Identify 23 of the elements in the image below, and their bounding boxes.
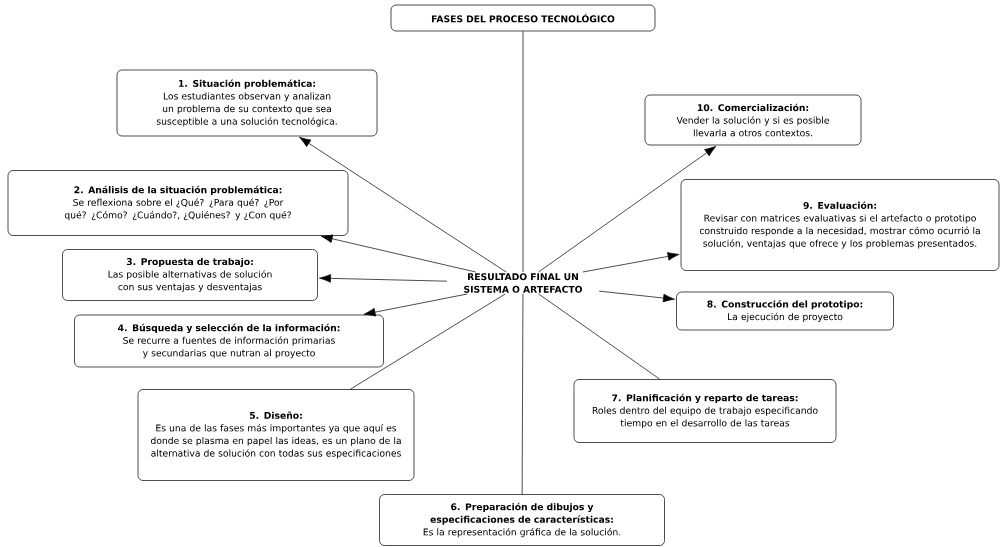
arrow bbox=[363, 293, 468, 317]
phase-box: 7. Planificación y reparto de tareas: Roles dentro del equipo de trabajo especificando tiempo en el desarrollo de las tareas bbox=[573, 379, 837, 443]
phase-box: 8. Construcción del prototipo: La ejecución de proyecto bbox=[676, 291, 894, 331]
phase-box: 4. Búsqueda y selección de la información: Se recurre a fuentes de información primarias y secundarias que nutran al proyecto bbox=[74, 314, 384, 368]
result-text: RESULTADO FINAL UN SISTEMA O ARTEFACTO bbox=[464, 273, 583, 293]
arrow bbox=[319, 274, 448, 283]
connector-line bbox=[522, 31, 524, 273]
arrow bbox=[320, 234, 477, 273]
title-box: FASES DEL PROCESO TECNOLÓGICO bbox=[390, 4, 656, 32]
arrow bbox=[582, 252, 680, 273]
phase-box: 6. Preparación de dibujos y especificaciones de características: Es la representación gráfica de la solución. bbox=[379, 494, 665, 546]
phase-box: 5. Diseño: Es una de las fases más importantes ya que aquí es donde se plasma en papel las ideas, es un plano de la alternativa de solución con todas sus especificaciones bbox=[137, 389, 415, 481]
arrow bbox=[538, 145, 717, 273]
phase-box: 9. Evaluación: Revisar con matrices evaluativas si el artefacto o prototipo construido responde a la necesidad, mostrar cómo ocurrió la solución, ventajas que ofrece y los problemas presentados. bbox=[680, 179, 1000, 271]
connector-line bbox=[538, 293, 661, 380]
arrow bbox=[598, 290, 675, 303]
phase-box: 1. Situación problemática: Los estudiantes observan y analizan un problema de su contexto que sea susceptible a una solución tecnológica. bbox=[116, 69, 378, 137]
connector-line bbox=[521, 293, 524, 495]
phase-box: 2. Análisis de la situación problemática: Se reflexiona sobre el ¿Qué? ¿Para qué? ¿Por qué? ¿Cómo? ¿Cuándo?, ¿Quiénes? y ¿Con qué? bbox=[7, 170, 349, 236]
connector-line bbox=[350, 293, 506, 390]
phase-box: 10. Comercialización: Vender la solución y si es posible llevarla a otros contextos. bbox=[644, 94, 862, 146]
phase-box: 3. Propuesta de trabajo: Las posible alternativas de solución con sus ventajas y desventajas bbox=[62, 249, 318, 301]
arrow bbox=[299, 136, 507, 273]
